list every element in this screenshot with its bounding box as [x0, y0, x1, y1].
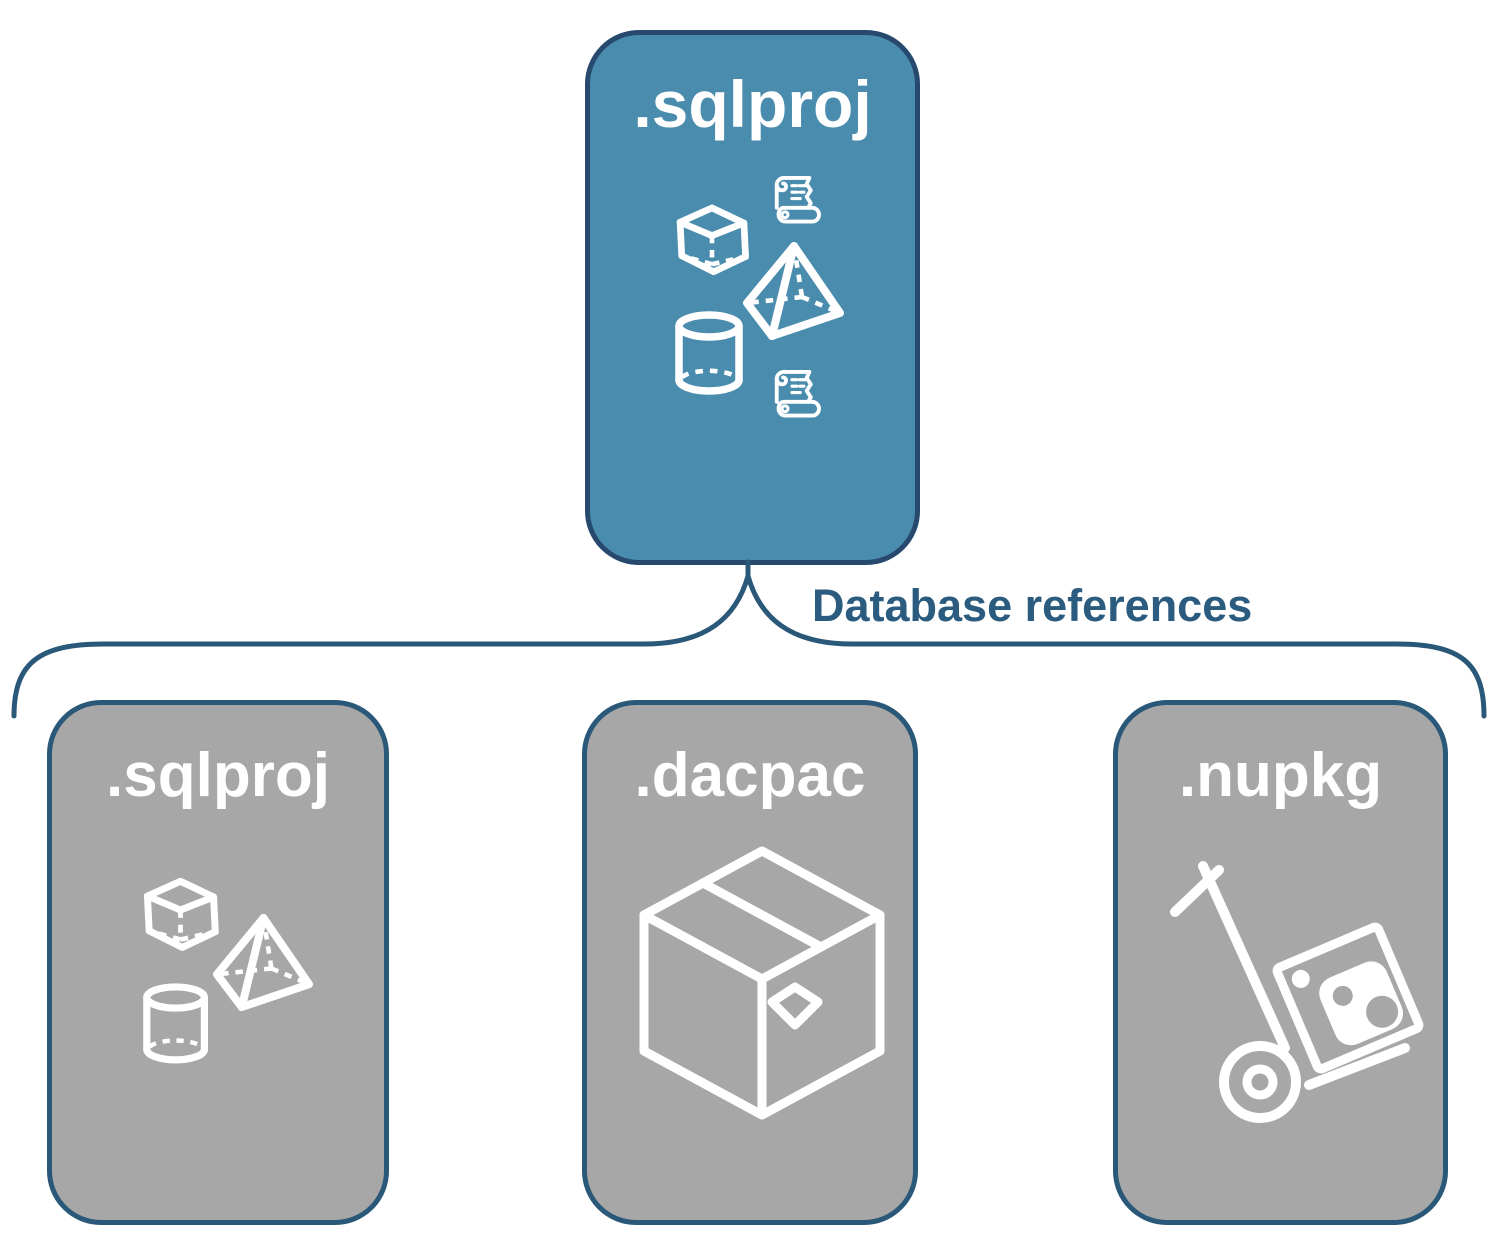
- pyramid-icon: [213, 913, 314, 1012]
- node-child-nupkg: .nupkg: [1113, 700, 1448, 1225]
- nuget-dot-icon: [1291, 969, 1310, 988]
- child-node-title: .nupkg: [1178, 741, 1383, 810]
- cube-icon: [143, 877, 219, 951]
- cylinder-icon: [675, 311, 743, 395]
- node-child-dacpac: .dacpac: [582, 700, 918, 1225]
- child-node-title: .sqlproj: [106, 741, 330, 810]
- package-label-icon: [767, 982, 823, 1030]
- cube-icon: [676, 204, 749, 276]
- brace-connector: [11, 559, 1487, 719]
- package-box-icon: [639, 846, 885, 1120]
- sql-objects-icon-cluster: [675, 175, 844, 418]
- cylinder-icon: [143, 983, 209, 1064]
- nuget-hand-truck-icon: [1170, 861, 1424, 1123]
- connector-label: Database references: [812, 580, 1253, 631]
- node-parent-sqlproj: .sqlproj: [585, 30, 920, 565]
- scroll-icon: [774, 175, 821, 224]
- node-child-sqlproj: .sqlproj: [47, 700, 389, 1225]
- wheel-icon: [1219, 1041, 1301, 1123]
- pyramid-icon: [743, 242, 844, 340]
- child-node-title: .dacpac: [634, 741, 866, 810]
- parent-node-title: .sqlproj: [633, 67, 872, 141]
- sql-objects-icon-cluster: [143, 877, 314, 1064]
- nuget-package-icon: [1272, 922, 1424, 1074]
- scroll-icon: [774, 369, 821, 418]
